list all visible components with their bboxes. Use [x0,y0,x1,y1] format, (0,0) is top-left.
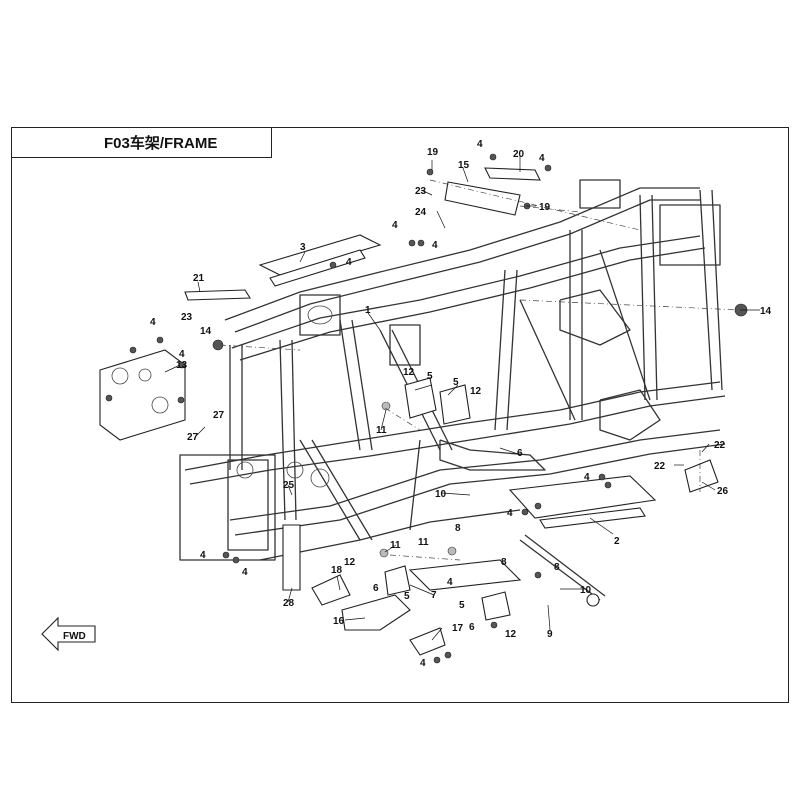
callout-22-a: 22 [654,461,666,472]
forward-arrow-icon: FWD [41,616,96,652]
callout-17: 17 [452,623,464,634]
callout-2: 2 [614,536,620,547]
callout-9: 9 [547,629,553,640]
title-box: F03车架/FRAME [11,127,272,158]
page-title: F03车架/FRAME [104,135,218,152]
callout-11-c: 11 [418,537,429,548]
callout-19-b: 19 [539,202,551,213]
callout-4-b: 4 [477,139,483,150]
lower-skid-rails [408,475,657,607]
callout-16: 16 [333,616,345,627]
main-frame [179,179,726,561]
callout-21: 21 [193,273,205,284]
direction-label: FWD [63,631,86,642]
callout-5-a: 5 [427,371,433,382]
callout-23-b: 23 [181,312,193,323]
top-bracket-assembly [184,167,541,301]
callout-23-a: 23 [415,186,427,197]
callout-12-d: 12 [505,629,517,640]
callout-10-b: 10 [580,585,592,596]
callout-11-b: 11 [390,540,401,551]
callout-11-a: 11 [376,425,387,436]
callout-4-e: 4 [346,257,352,268]
callout-24: 24 [415,207,427,218]
callout-18: 18 [331,565,343,576]
callout-27-a: 27 [187,432,199,443]
fasteners [105,153,748,664]
callout-22-b: 22 [714,440,726,451]
callout-3: 3 [300,242,306,253]
side-brackets [282,459,719,656]
callout-12-c: 12 [344,557,356,568]
callout-1: 1 [365,305,371,316]
callout-27-b: 27 [213,410,225,421]
center-lines [219,179,741,561]
callout-5-b: 5 [453,377,459,388]
callout-labels: 1 2 3 4 5 6 7 8 9 10 11 12 13 14 15 16 1… [150,139,772,669]
callout-5-c: 5 [404,591,410,602]
callout-4-f: 4 [150,317,156,328]
callout-20: 20 [513,149,525,160]
callout-4-a: 4 [392,220,398,231]
callout-19-a: 19 [427,147,439,158]
callout-5-d: 5 [459,600,465,611]
callout-6-b: 6 [373,583,379,594]
diagram-border [11,127,789,703]
callout-4-d: 4 [432,240,438,251]
callout-4-m: 4 [447,577,453,588]
callout-4-h: 4 [200,550,206,561]
callout-6-c: 6 [469,622,475,633]
callout-12-b: 12 [470,386,482,397]
callout-4-j: 4 [584,472,590,483]
callout-14-a: 14 [760,306,772,317]
callout-28: 28 [283,598,295,609]
callout-4-l: 4 [420,658,426,669]
engine-mounts [384,377,511,621]
callout-8-a: 8 [455,523,461,534]
callout-4-i: 4 [242,567,248,578]
callout-10-a: 10 [435,489,447,500]
callout-4-g: 4 [179,349,185,360]
callout-4-k: 4 [507,508,513,519]
callout-8-b: 8 [554,562,560,573]
leader-lines [164,156,760,641]
callout-7: 7 [431,590,437,601]
front-plate [99,349,186,441]
callout-25: 25 [283,480,295,491]
callout-6-a: 6 [517,448,523,459]
callout-4-c: 4 [539,153,545,164]
callout-14-b: 14 [200,326,212,337]
callout-12-a: 12 [403,367,415,378]
callout-13: 13 [176,360,188,371]
callout-8-c: 8 [501,557,507,568]
callout-15: 15 [458,160,470,171]
callout-26: 26 [717,486,729,497]
rear-cross-bracket [258,234,382,287]
